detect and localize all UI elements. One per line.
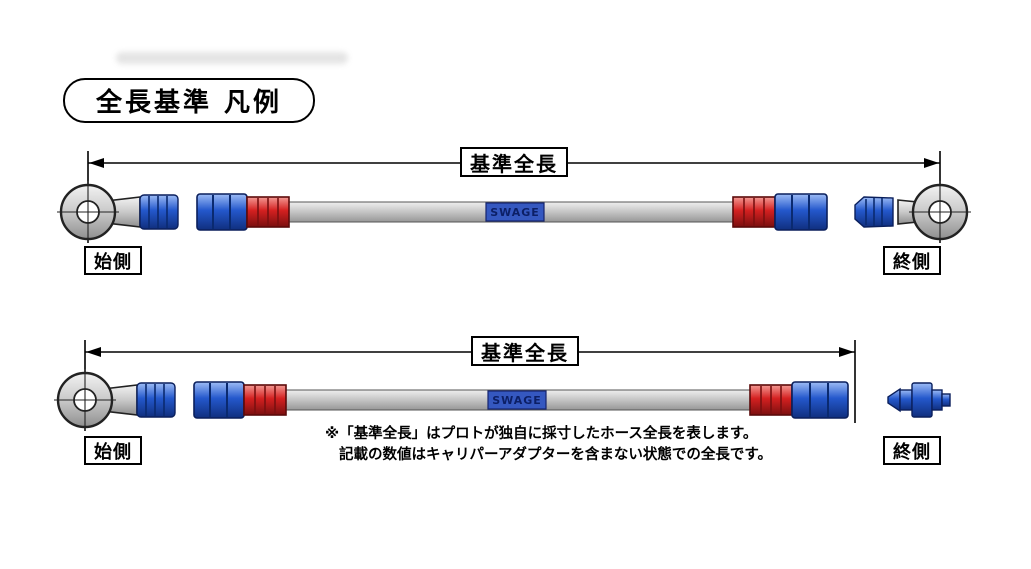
footnote-line-2: 記載の数値はキャリパーアダプターを含まない状態での全長です。 bbox=[339, 447, 772, 464]
swage-brand-label-2: SWAGE bbox=[487, 390, 547, 410]
svg-text:SWAGE: SWAGE bbox=[490, 206, 540, 219]
start-side-label-1: 始側 bbox=[84, 246, 142, 275]
banjo-fitting-end-1 bbox=[854, 181, 971, 243]
page-title: 全長基準 凡例 bbox=[63, 78, 315, 123]
straight-fitting-end-2 bbox=[887, 382, 951, 418]
hose-diagram-1: SWAGE bbox=[57, 151, 971, 243]
banjo-cone-nut-icon bbox=[139, 194, 179, 230]
footnote-line-1: ※「基準全長」はプロトが独自に採寸したホース全長を表します。 bbox=[325, 426, 758, 442]
svg-text:SWAGE: SWAGE bbox=[492, 394, 542, 407]
start-side-label-2: 始側 bbox=[84, 436, 142, 465]
banjo-fitting-start-2 bbox=[54, 369, 176, 431]
hose-diagram-2: SWAGE bbox=[54, 340, 951, 431]
dimension-label-1: 基準全長 bbox=[460, 147, 568, 177]
dimension-arrow-right-2 bbox=[839, 347, 854, 357]
hose-assembly-2: SWAGE bbox=[193, 381, 849, 419]
banjo-cone-nut-icon bbox=[136, 382, 176, 418]
banjo-cone-nut-icon bbox=[854, 196, 894, 228]
swage-brand-label-1: SWAGE bbox=[485, 202, 545, 222]
dimension-arrow-left-2 bbox=[86, 347, 101, 357]
dimension-arrow-right-1 bbox=[924, 158, 939, 168]
hose-assembly-1: SWAGE bbox=[196, 193, 828, 231]
scan-artifact bbox=[116, 52, 348, 64]
end-side-label-1: 終側 bbox=[883, 246, 941, 275]
dimension-arrow-left-1 bbox=[89, 158, 104, 168]
banjo-fitting-start-1 bbox=[57, 181, 179, 243]
end-side-label-2: 終側 bbox=[883, 436, 941, 465]
footnote: ※「基準全長」はプロトが独自に採寸したホース全長を表します。 記載の数値はキャリ… bbox=[325, 424, 805, 466]
dimension-label-2: 基準全長 bbox=[471, 336, 579, 366]
